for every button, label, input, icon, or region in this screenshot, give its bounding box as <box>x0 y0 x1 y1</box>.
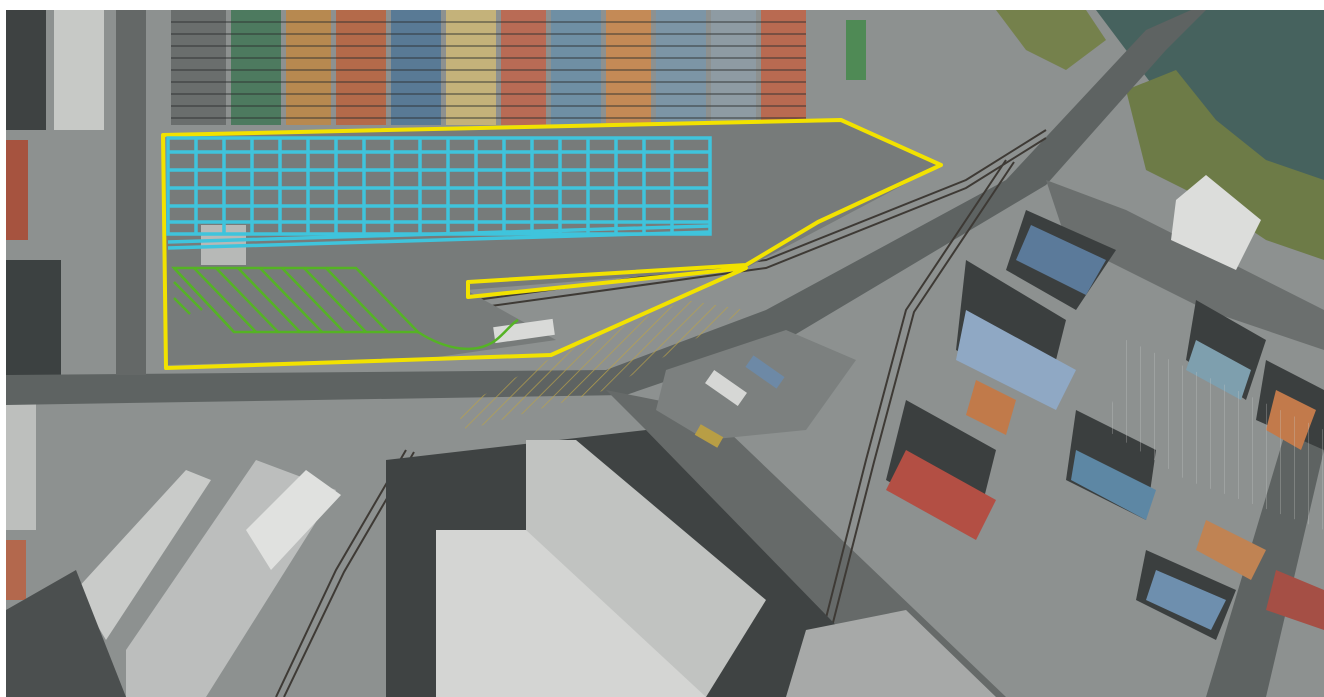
building-left-shadow <box>6 570 126 697</box>
container-stack-stripes <box>171 21 806 119</box>
container-stacks-left <box>6 140 61 600</box>
warehouse-roof-3 <box>786 610 996 697</box>
connector-track-overlay <box>417 318 519 351</box>
road-vertical-left <box>116 10 146 375</box>
truck-parking <box>656 330 856 440</box>
parking-area-right <box>1106 340 1324 530</box>
building-top-right <box>1171 175 1261 270</box>
vegetation-bank <box>1126 70 1324 260</box>
map-canvas <box>6 10 1324 697</box>
vegetation-top <box>996 10 1106 70</box>
terminal-boundary-overlay <box>161 118 943 370</box>
hatched-crossing <box>456 300 746 430</box>
building-left-1 <box>76 470 211 640</box>
parked-trailer-2 <box>745 355 785 389</box>
parked-truck-yellow <box>694 424 724 448</box>
main-road-horizontal <box>6 10 1206 405</box>
hatched-zone-overlay <box>171 266 421 334</box>
road-right <box>1046 180 1324 350</box>
container-stacks-top <box>6 10 866 130</box>
warehouse-roof-2 <box>436 530 706 697</box>
building-left-3 <box>246 470 341 570</box>
container-stack-grid-overlay <box>166 136 712 250</box>
parked-trailer-1 <box>705 369 747 407</box>
container-blocks-right <box>886 210 1324 640</box>
yard-truck <box>493 318 555 344</box>
